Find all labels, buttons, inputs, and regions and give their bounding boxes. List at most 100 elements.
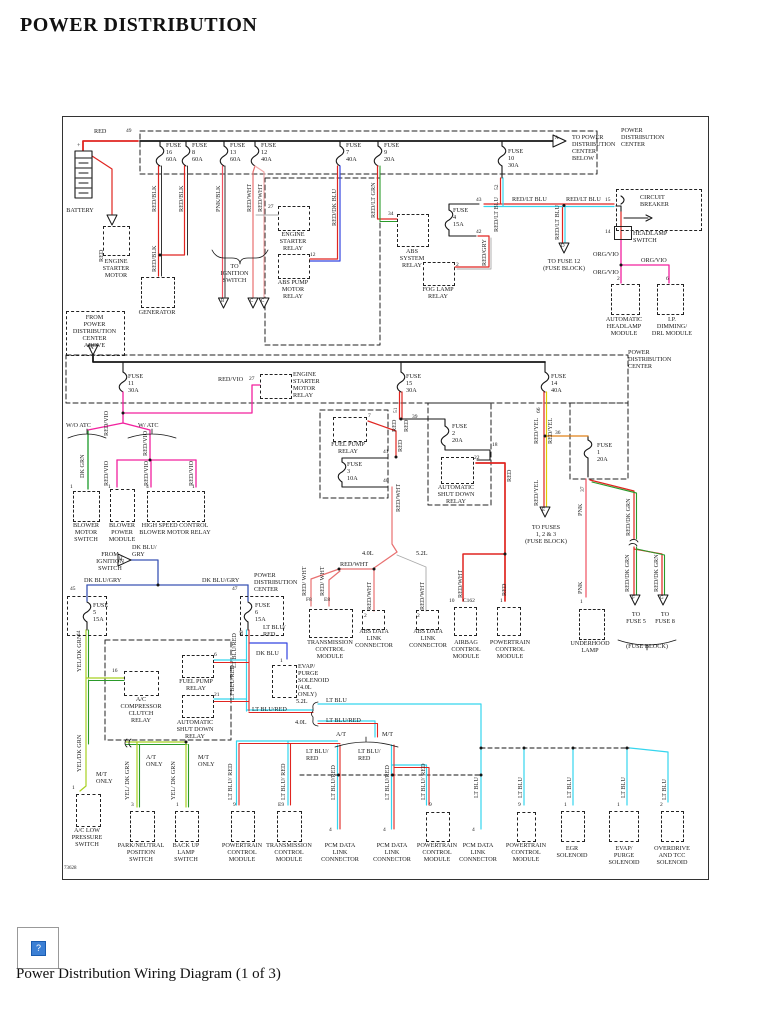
- fog-lamp-relay-box: [423, 262, 455, 286]
- wire-lt-blu-red-h3: LT BLU/RED: [326, 717, 361, 724]
- egr-solenoid-box: [561, 811, 585, 842]
- fuse-5: FUSE 5 15A: [93, 602, 109, 623]
- wire-lt-blu-red-2l-1: LT BLU/ RED: [306, 748, 329, 762]
- wire-pnk-2: PNK: [577, 581, 584, 594]
- num-4-hsc: 4: [146, 484, 149, 490]
- powertrain-control-module-1: POWERTRAIN CONTROL MODULE: [221, 842, 263, 863]
- powertrain-control-module-0-box: [497, 607, 521, 636]
- wire-red-gry: RED/GRY: [481, 239, 488, 266]
- wire-red-blk-2: RED/BLK: [178, 185, 185, 212]
- to-fuse-12: TO FUSE 12 (FUSE BLOCK): [543, 258, 585, 272]
- wire-lt-blu-red-v2: LT BLU/RED: [229, 665, 236, 700]
- label-mt-only-1: M/T ONLY: [198, 754, 215, 768]
- num-1-bms: 1: [70, 484, 73, 490]
- wire-lt-blu-red-v3: LT BLU/ RED: [227, 763, 234, 800]
- num-66: 66: [536, 407, 542, 414]
- ip-dimming-drl-module: I.P. DIMMING/ DRL MODULE: [651, 316, 693, 337]
- num-4-dlc3: 4: [472, 827, 475, 833]
- abs-system-relay: ABS SYSTEM RELAY: [399, 248, 425, 269]
- wire-red-dk-grn-1: RED/DK GRN: [625, 498, 632, 536]
- fog-lamp-relay: FOG LAMP RELAY: [422, 286, 454, 300]
- wire-red-wht-c4: RED/WHT: [419, 581, 426, 610]
- num-2-fog: 2: [456, 262, 459, 268]
- fuse-16: FUSE 16 60A: [166, 142, 182, 163]
- powertrain-control-module-3-box: [517, 812, 536, 842]
- wire-red-dk-blu: RED/DK BLU: [331, 189, 338, 226]
- wire-red-yel-2: RED/YEL: [547, 417, 554, 444]
- num-37: 37: [580, 486, 586, 493]
- num-7-fpr: 7: [368, 413, 371, 419]
- num-6-fpr2: 6: [214, 652, 217, 658]
- park-neutral-position-switch: PARK/NEUTRAL POSITION SWITCH: [117, 842, 165, 863]
- wire-red-wht-c5: RED/WHT: [457, 569, 464, 598]
- wire-lt-blu-v2: LT BLU: [517, 777, 524, 798]
- to-fuse-8: TO FUSE 8: [655, 611, 675, 625]
- wire-red-wht-h: RED/WHT: [340, 561, 369, 568]
- wire-red-vio-v5: RED/VIO: [188, 460, 195, 486]
- from-ignition-switch: FROM IGNITION SWITCH: [96, 551, 124, 572]
- pcm-data-link-connector-3: PCM DATA LINK CONNECTOR: [459, 842, 497, 863]
- battery-label: BATTERY: [66, 207, 94, 214]
- num-42: 42: [476, 229, 482, 235]
- wire-red-wht-2: RED/WHT: [257, 183, 264, 212]
- park-neutral-position-switch-box: [130, 811, 155, 842]
- wire-dk-blu-gry-2: DK BLU/GRY: [84, 577, 122, 584]
- wire-lt-blu-red-v6: LT BLU/RED: [384, 765, 391, 800]
- num-34: 34: [388, 211, 394, 217]
- transmission-control-module-2: TRANSMISSION CONTROL MODULE: [266, 842, 312, 863]
- ip-dimming-drl-module-box: [657, 284, 684, 315]
- fuse-14: FUSE 14 40A: [551, 373, 567, 394]
- pdc-top: POWER DISTRIBUTION CENTER: [621, 127, 665, 148]
- wire-red-blk-1: RED/BLK: [151, 185, 158, 212]
- wire-red-top: RED: [94, 128, 107, 135]
- num-52: 52: [494, 184, 500, 191]
- group-w-atc: W/ ATC: [138, 422, 159, 429]
- fuse-13: FUSE 13 60A: [230, 142, 246, 163]
- wire-red-dk-grn-3: RED/DK GRN: [653, 554, 660, 592]
- high-speed-control-blower-motor-relay: HIGH SPEED CONTROL BLOWER MOTOR RELAY: [139, 522, 211, 536]
- headlamp-switch-box: [614, 226, 632, 240]
- engine-starter-motor-relay: ENGINE STARTER MOTOR RELAY: [293, 371, 320, 399]
- num-21: 21: [214, 692, 220, 698]
- num-4-dlc2: 4: [383, 827, 386, 833]
- num-1-evap2: 1: [617, 802, 620, 808]
- automatic-shut-down-relay-2: AUTOMATIC SHUT DOWN RELAY: [176, 719, 214, 740]
- engine-starter-motor-relay-box: [260, 374, 292, 399]
- wire-lt-blu-red-v4: LT BLU/ RED: [280, 763, 287, 800]
- underhood-lamp-box: [579, 609, 605, 640]
- thumbnail-placeholder[interactable]: ?: [17, 927, 59, 969]
- num-2-od: 2: [660, 802, 663, 808]
- wire-red-wht-40: RED/WHT: [395, 483, 402, 512]
- fuse-4: FUSE 4 15A: [453, 207, 469, 228]
- to-fuses-1-2-3: TO FUSES 1, 2 & 3 (FUSE BLOCK): [525, 524, 567, 545]
- arrow-letter-a1: A: [555, 136, 559, 141]
- num-1-aclp: 1: [72, 785, 75, 791]
- wire-red-wht-c2: RED/ WHT: [319, 566, 326, 596]
- wire-dk-blu-gry-1: DK BLU/ GRY: [132, 544, 157, 558]
- wire-dk-grn: DK GRN: [79, 454, 86, 478]
- wire-yel-dk-grn-1: YEL/DK GRN: [76, 634, 83, 672]
- powertrain-control-module-3: POWERTRAIN CONTROL MODULE: [505, 842, 547, 863]
- ac-compressor-clutch-relay: A/C COMPRESSOR CLUTCH RELAY: [120, 696, 162, 724]
- from-pdc-above-box: [66, 311, 125, 356]
- wire-lt-blu-v1: LT BLU: [473, 777, 480, 798]
- powertrain-control-module-2: POWERTRAIN CONTROL MODULE: [416, 842, 458, 863]
- wire-red-wht-1: RED/WHT: [246, 183, 253, 212]
- num-43: 43: [476, 197, 482, 203]
- wire-red-blk-3: RED/BLK: [151, 245, 158, 272]
- blower-power-module: BLOWER POWER MODULE: [108, 522, 136, 543]
- num-47: 47: [232, 586, 238, 592]
- label-5-2l-center: 5.2L: [416, 550, 428, 557]
- wire-pnk-blk: PNK/BLK: [215, 185, 222, 212]
- num-1-bpm: 1: [108, 484, 111, 490]
- label-at-only: A/T ONLY: [146, 754, 163, 768]
- arrow-letter-d: D: [561, 244, 565, 249]
- arrow-letter-g: G: [660, 596, 664, 601]
- num-6-ipd: 6: [666, 276, 669, 282]
- arrow-letter-h: H: [119, 557, 123, 562]
- wire-dk-blu-gry-3: DK BLU/GRY: [202, 577, 240, 584]
- abs-data-link-connector-2-box: [416, 610, 439, 630]
- egr-solenoid: EGR SOLENOID: [556, 845, 588, 859]
- fuse-2: FUSE 2 20A: [452, 423, 468, 444]
